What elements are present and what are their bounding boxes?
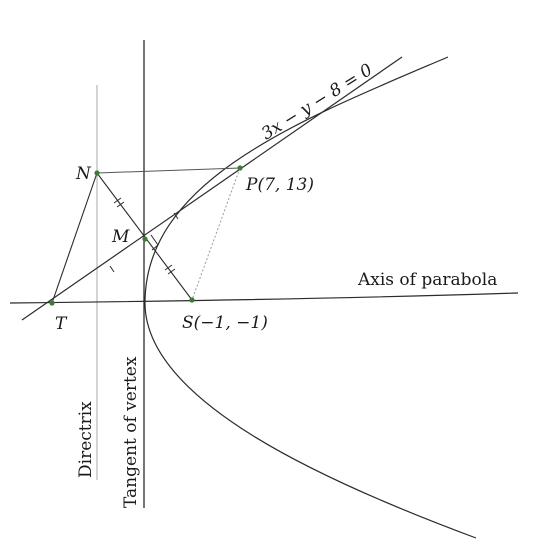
point-m	[142, 236, 148, 242]
tick-marks-ns	[113, 197, 176, 275]
tangent-line	[21, 56, 403, 321]
tick-marks-tp	[109, 212, 179, 273]
axis-line	[9, 292, 519, 304]
label-axis: Axis of parabola	[357, 270, 497, 290]
label-s: S(−1, −1)	[182, 313, 268, 333]
point-t	[49, 300, 55, 306]
point-s	[189, 297, 195, 303]
label-n: N	[75, 164, 92, 184]
label-directrix: Directrix	[76, 401, 96, 478]
label-tangent-vertex: Tangent of vertex	[121, 356, 141, 508]
label-t: T	[55, 314, 68, 334]
parabola-curve	[144, 56, 477, 539]
right-angle-mark	[150, 234, 159, 251]
label-m: M	[111, 227, 130, 247]
label-tangent-equation: 3x − y − 8 = 0	[258, 60, 376, 144]
segment-ps	[191, 167, 241, 301]
label-p: P(7, 13)	[245, 175, 314, 195]
segment-nt	[51, 172, 98, 304]
point-p	[237, 165, 243, 171]
segment-np	[96, 167, 241, 174]
point-n	[94, 170, 100, 176]
